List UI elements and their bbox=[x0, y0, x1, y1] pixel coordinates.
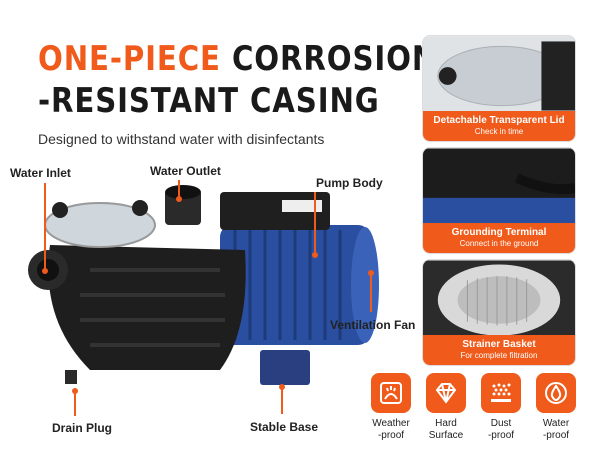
feature-waterproof: Water-proof bbox=[531, 373, 581, 442]
leader-dot bbox=[42, 268, 48, 274]
leader-line bbox=[370, 272, 372, 312]
feature-label-line2: Surface bbox=[428, 430, 464, 441]
feature-label-line2: -proof bbox=[377, 430, 405, 441]
leader-dot bbox=[368, 270, 374, 276]
detail-card-title: Strainer Basket bbox=[462, 339, 536, 350]
leader-dot bbox=[72, 388, 78, 394]
feature-label-line1: Water bbox=[542, 418, 570, 429]
feature-label-line1: Weather bbox=[372, 418, 410, 429]
feature-label-line2: -proof bbox=[542, 430, 570, 441]
leader-line bbox=[178, 180, 180, 198]
headline-accent: ONE-PIECE bbox=[38, 39, 221, 79]
callout-drain-plug: Drain Plug bbox=[52, 421, 113, 435]
waterproof-icon bbox=[536, 373, 576, 413]
feature-label-line1: Hard bbox=[435, 418, 457, 429]
dustproof-icon bbox=[481, 373, 521, 413]
leader-line bbox=[74, 390, 76, 416]
feature-label: Water-proof bbox=[531, 418, 581, 442]
leader-line bbox=[44, 183, 46, 271]
callout-water-inlet: Water Inlet bbox=[10, 166, 71, 180]
pool-pump-image bbox=[28, 185, 379, 385]
headline: ONE-PIECE CORROSION -RESISTANT CASING bbox=[38, 38, 437, 122]
detail-card-lid: Detachable Transparent Lid Check in time bbox=[422, 35, 576, 142]
headline-line2: -RESISTANT CASING bbox=[38, 81, 380, 121]
leader-dot bbox=[312, 252, 318, 258]
detail-card-strainer: Strainer Basket For complete filtration bbox=[422, 259, 576, 366]
lid-photo bbox=[423, 36, 575, 114]
leader-dot bbox=[176, 196, 182, 202]
detail-card-title: Grounding Terminal bbox=[451, 227, 547, 238]
callout-water-outlet: Water Outlet bbox=[150, 164, 221, 178]
detail-card-subtitle: Connect in the ground bbox=[459, 239, 539, 248]
leader-line bbox=[314, 192, 316, 252]
weatherproof-icon bbox=[371, 373, 411, 413]
diamond-icon bbox=[426, 373, 466, 413]
detail-card-grounding: Grounding Terminal Connect in the ground bbox=[422, 147, 576, 254]
leader-dot bbox=[279, 384, 285, 390]
feature-weatherproof: Weather-proof bbox=[366, 373, 416, 442]
detail-card-caption: Grounding Terminal Connect in the ground bbox=[423, 223, 575, 253]
subtitle: Designed to withstand water with disinfe… bbox=[38, 131, 325, 147]
feature-label-line1: Dust bbox=[490, 418, 512, 429]
callout-stable-base: Stable Base bbox=[250, 420, 319, 434]
callout-ventilation-fan: Ventilation Fan bbox=[330, 318, 416, 332]
detail-card-subtitle: For complete filtration bbox=[460, 351, 538, 360]
strainer-basket-photo bbox=[423, 260, 575, 338]
detail-card-caption: Detachable Transparent Lid Check in time bbox=[423, 111, 575, 141]
detail-card-title: Detachable Transparent Lid bbox=[433, 115, 565, 126]
detail-card-caption: Strainer Basket For complete filtration bbox=[423, 335, 575, 365]
feature-dustproof: Dust-proof bbox=[476, 373, 526, 442]
feature-label: Dust-proof bbox=[476, 418, 526, 442]
callout-pump-body: Pump Body bbox=[316, 176, 383, 190]
leader-line bbox=[281, 386, 283, 414]
headline-line1-rest: CORROSION bbox=[220, 39, 438, 79]
feature-label-line2: -proof bbox=[487, 430, 515, 441]
grounding-terminal-photo bbox=[423, 148, 575, 226]
feature-label: Weather-proof bbox=[366, 418, 416, 442]
detail-card-subtitle: Check in time bbox=[474, 127, 524, 136]
